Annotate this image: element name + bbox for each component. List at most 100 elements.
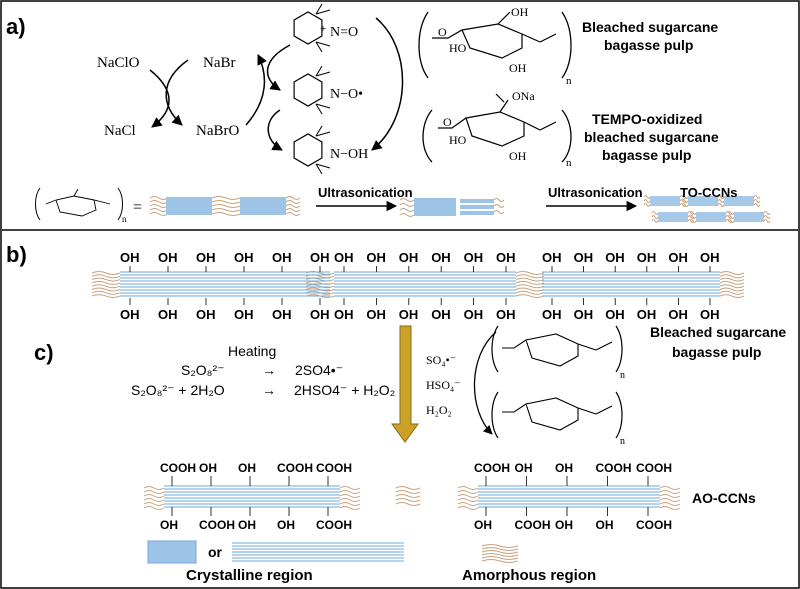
tempo-bot-n-label: N−OH bbox=[330, 147, 368, 162]
amorphous-strand bbox=[719, 290, 745, 295]
fiber1-bottom-group: COOH bbox=[316, 518, 352, 532]
amorphous-strand bbox=[91, 290, 121, 295]
panel-label-b: b) bbox=[6, 242, 27, 267]
bleached-pulp-c-label-2: bagasse pulp bbox=[672, 344, 761, 360]
arrow-naclo-to-nacl bbox=[149, 69, 170, 128]
amorphous-strand bbox=[457, 490, 479, 494]
amorphous-strand bbox=[91, 274, 121, 279]
tempo-methyl bbox=[315, 103, 331, 109]
amorphous-strand bbox=[339, 486, 361, 490]
amorphous-strand bbox=[143, 502, 165, 506]
oh-label-top: OH bbox=[310, 250, 330, 265]
amorphous-strand bbox=[211, 196, 241, 200]
glucose-structure-c bbox=[491, 325, 623, 373]
carboxylate-structure bbox=[422, 93, 572, 163]
oh-label-bottom: OH bbox=[574, 307, 594, 322]
amorphous-strand bbox=[681, 203, 689, 207]
carboxylate-ho: HO bbox=[449, 133, 467, 147]
amorphous-strand bbox=[679, 203, 687, 207]
amorphous-strand bbox=[143, 486, 165, 490]
fiber2-bottom-group: OH bbox=[474, 518, 492, 532]
ao-ccns-label: AO-CCNs bbox=[692, 490, 756, 506]
fiber2-top-group: COOH bbox=[474, 461, 510, 475]
amorphous-strand bbox=[285, 200, 301, 204]
oh-label-bottom: OH bbox=[431, 307, 451, 322]
oh-label-bottom: OH bbox=[605, 307, 625, 322]
tempo-methyl bbox=[315, 131, 331, 137]
crystal-strip bbox=[460, 199, 494, 203]
amorphous-strand bbox=[339, 490, 361, 494]
nanocrystal bbox=[696, 212, 726, 222]
amorphous-strand bbox=[681, 195, 689, 199]
oh-label-bottom: OH bbox=[158, 307, 178, 322]
amorphous-strand bbox=[763, 219, 771, 223]
amorphous-strand bbox=[753, 195, 761, 199]
bleached-pulp-c-label-1: Bleached sugarcane bbox=[650, 324, 786, 340]
oh-label-bottom: OH bbox=[196, 307, 216, 322]
amorphous-strand bbox=[211, 204, 241, 208]
amorphous-strand bbox=[717, 195, 725, 199]
amorphous-strand bbox=[143, 506, 165, 510]
amorphous-strand bbox=[515, 280, 545, 285]
carboxyl-c-n: n bbox=[620, 436, 625, 447]
amorphous-strand bbox=[395, 486, 421, 490]
tempo-methyl bbox=[315, 103, 323, 115]
oh-label-top: OH bbox=[431, 250, 451, 265]
crystalline-region-label: Crystalline region bbox=[186, 567, 313, 584]
amorphous-strand bbox=[689, 211, 697, 215]
amorphous-strand bbox=[481, 547, 519, 551]
heating-label: Heating bbox=[228, 343, 276, 359]
tempo-methyl bbox=[315, 71, 331, 77]
crystal-strip bbox=[460, 205, 494, 209]
fiber1-bottom-group: OH bbox=[277, 518, 295, 532]
amorphous-strand bbox=[515, 274, 545, 279]
tempo-methyl bbox=[315, 41, 323, 53]
amorphous-strand bbox=[659, 486, 681, 490]
carboxyl-structure-c bbox=[491, 391, 623, 439]
oh-label-top: OH bbox=[234, 250, 254, 265]
fiber2-bottom-group: OH bbox=[555, 518, 573, 532]
glucose-c-n: n bbox=[620, 370, 625, 381]
tempo-oxidized-label-3: bagasse pulp bbox=[602, 147, 691, 163]
amorphous-strand bbox=[681, 199, 689, 203]
oh-label-bottom: OH bbox=[700, 307, 720, 322]
oh-label-bottom: OH bbox=[310, 307, 330, 322]
oh-label-bottom: OH bbox=[399, 307, 419, 322]
amorphous-strand bbox=[719, 284, 745, 289]
amorphous-strand bbox=[149, 204, 169, 208]
amorphous-strand bbox=[457, 494, 479, 498]
arrow-tempo-mid-to-bot bbox=[267, 109, 283, 151]
oh-label-top: OH bbox=[120, 250, 140, 265]
glucose-oh-bottom: OH bbox=[509, 61, 527, 75]
fiber2-bottom-group: COOH bbox=[515, 518, 551, 532]
fiber1-top-group: COOH bbox=[277, 461, 313, 475]
amorphous-strand bbox=[659, 494, 681, 498]
amorphous-strand bbox=[91, 287, 121, 292]
amorphous-strand bbox=[651, 211, 659, 215]
amorphous-strand bbox=[719, 277, 745, 282]
oh-label-bottom: OH bbox=[334, 307, 354, 322]
amorphous-strand bbox=[679, 195, 687, 199]
amorphous-strand bbox=[719, 294, 745, 299]
amorphous-strand bbox=[727, 211, 735, 215]
oh-label-top: OH bbox=[542, 250, 562, 265]
tempo-top-n-label: N=O bbox=[330, 25, 358, 40]
ultrasonication-label-1: Ultrasonication bbox=[318, 185, 413, 200]
so4-label: SO₄•⁻ bbox=[426, 353, 456, 367]
oh-label-top: OH bbox=[334, 250, 354, 265]
amorphous-strand bbox=[149, 200, 169, 204]
process-down-arrow bbox=[391, 325, 419, 443]
eq1-right: 2SO4•⁻ bbox=[295, 362, 343, 378]
amorphous-strand bbox=[719, 287, 745, 292]
amorphous-strand bbox=[143, 498, 165, 502]
hso4-label: HSO₄⁻ bbox=[426, 378, 461, 392]
amorphous-strand bbox=[339, 498, 361, 502]
ultrasonication-label-2: Ultrasonication bbox=[548, 185, 643, 200]
amorphous-strand bbox=[457, 498, 479, 502]
fiber1-top-group: OH bbox=[238, 461, 256, 475]
amorphous-strand bbox=[753, 199, 761, 203]
amorphous-strand bbox=[481, 544, 519, 548]
small-repeat-unit bbox=[35, 187, 123, 221]
